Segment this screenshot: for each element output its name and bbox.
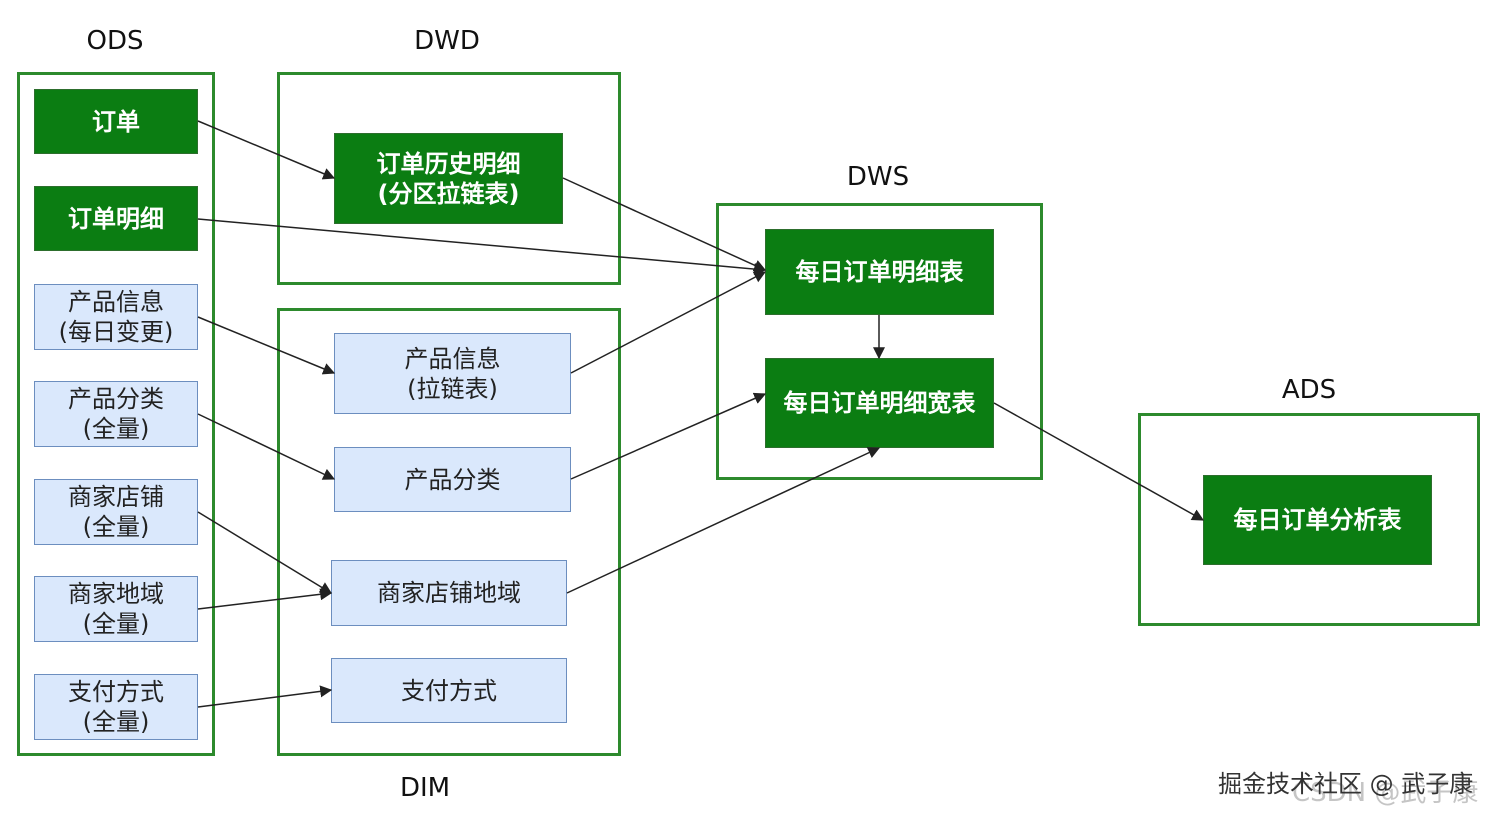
node-label: 商家店铺 (68, 483, 164, 511)
ods-merchant-region-node: 商家地域 (全量) (34, 576, 198, 642)
juejin-watermark: 掘金技术社区 @ 武子康 (1218, 770, 1474, 798)
node-label: 订单 (92, 107, 140, 136)
dws-daily-order-detail-node: 每日订单明细表 (765, 229, 994, 315)
node-label: 每日订单分析表 (1233, 506, 1402, 534)
node-label: 支付方式 (68, 678, 164, 706)
dim-payment-method-node: 支付方式 (331, 658, 567, 723)
node-sublabel: (拉链表) (407, 374, 498, 403)
node-label: 支付方式 (401, 676, 497, 705)
node-label: 产品信息 (404, 344, 501, 373)
dim-product-category-node: 产品分类 (334, 447, 571, 512)
node-sublabel: (全量) (82, 708, 150, 736)
dim-product-info-node: 产品信息 (拉链表) (334, 333, 571, 414)
ads-daily-order-analysis-node: 每日订单分析表 (1203, 475, 1432, 565)
node-sublabel: (分区拉链表) (377, 179, 520, 208)
node-label: 订单历史明细 (376, 149, 521, 178)
dwd-order-history-node: 订单历史明细 (分区拉链表) (334, 133, 563, 224)
node-label: 产品分类 (68, 385, 164, 413)
node-label: 产品分类 (404, 465, 501, 494)
node-label: 每日订单明细表 (795, 258, 964, 286)
ods-product-info-node: 产品信息 (每日变更) (34, 284, 198, 350)
csdn-watermark: CSDN @武子康 (1292, 778, 1479, 808)
node-sublabel: (全量) (82, 513, 150, 541)
node-sublabel: (全量) (82, 415, 150, 443)
ods-order-detail-node: 订单明细 (34, 186, 198, 251)
dwd-layer-title: DWD (414, 26, 480, 56)
node-label: 产品信息 (68, 288, 164, 316)
node-label: 商家店铺地域 (377, 579, 521, 607)
ods-order-node: 订单 (34, 89, 198, 154)
node-label: 订单明细 (68, 204, 164, 233)
node-sublabel: (全量) (82, 610, 150, 638)
node-label: 商家地域 (68, 580, 164, 608)
ods-payment-method-node: 支付方式 (全量) (34, 674, 198, 740)
dws-layer-title: DWS (846, 162, 910, 192)
dws-daily-order-wide-node: 每日订单明细宽表 (765, 358, 994, 448)
ods-layer-title: ODS (86, 26, 144, 56)
ads-layer-title: ADS (1281, 375, 1337, 405)
ods-product-category-node: 产品分类 (全量) (34, 381, 198, 447)
dim-layer-title: DIM (399, 773, 451, 803)
node-label: 每日订单明细宽表 (783, 389, 976, 417)
dim-store-region-node: 商家店铺地域 (331, 560, 567, 626)
ods-merchant-store-node: 商家店铺 (全量) (34, 479, 198, 545)
node-sublabel: (每日变更) (58, 318, 174, 346)
